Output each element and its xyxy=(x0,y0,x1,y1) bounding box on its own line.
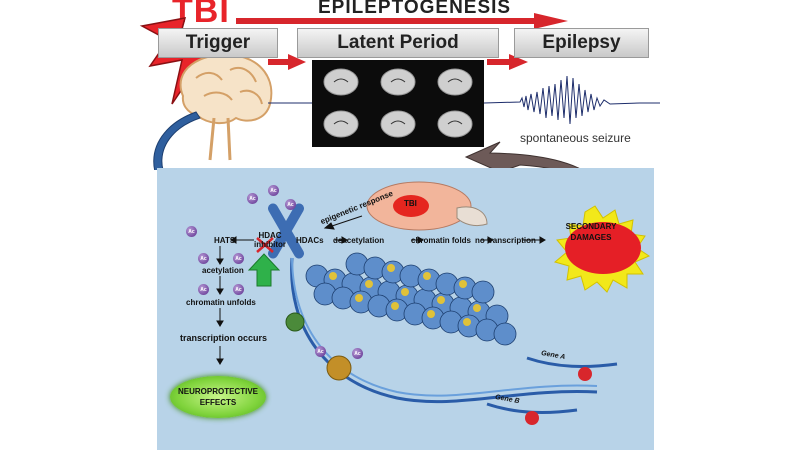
hdac-inhibitor-label: HDAC inhibitor xyxy=(254,231,286,249)
spontaneous-seizure-label: spontaneous seizure xyxy=(520,131,631,145)
rna-polymerase xyxy=(578,367,592,381)
secondary-damages-label: SECONDARY DAMAGES xyxy=(565,222,617,242)
mri-slice xyxy=(437,68,473,96)
acetyl-group: Ac xyxy=(352,348,363,359)
acetyl-group: Ac xyxy=(247,193,258,204)
mri-slice xyxy=(323,110,359,138)
acetyl-group: Ac xyxy=(315,346,326,357)
mri-scans-image xyxy=(312,60,484,147)
phase-arrow-2 xyxy=(487,54,528,70)
phase-latent: Latent Period xyxy=(297,28,499,58)
phase-arrow-1 xyxy=(268,54,306,70)
rat-brain-icon xyxy=(366,181,488,231)
transcription-occurs-label: transcription occurs xyxy=(180,333,268,343)
hdacs-label: HDACs xyxy=(296,236,324,245)
mri-slice xyxy=(380,68,416,96)
top-graphics xyxy=(139,13,660,170)
acetyl-group: Ac xyxy=(198,253,209,264)
mri-slice xyxy=(323,68,359,96)
acetyl-group: Ac xyxy=(233,253,244,264)
curved-arrow-right xyxy=(464,141,583,170)
hats-label: HATS xyxy=(214,236,236,245)
brain-sagittal-icon xyxy=(179,53,273,161)
no-transcription-label: no transcription xyxy=(475,236,536,245)
chromatin-fiber xyxy=(305,252,517,346)
acetyl-group: Ac xyxy=(268,185,279,196)
hdac-enzyme-icon xyxy=(268,203,304,259)
tbi-brain-label: TBI xyxy=(404,199,417,208)
phase-trigger: Trigger xyxy=(158,28,278,58)
acetyl-group: Ac xyxy=(186,226,197,237)
pathway-arrows xyxy=(216,215,546,365)
inhibition-cross xyxy=(256,237,274,253)
rna-polymerase xyxy=(525,411,539,425)
epileptogenesis-label: EPILEPTOGENESIS xyxy=(318,0,512,18)
mechanism-graphics xyxy=(216,181,651,425)
acetyl-group: Ac xyxy=(198,284,209,295)
epileptogenesis-arrow xyxy=(236,13,568,29)
acetylation-label: acetylation xyxy=(202,266,244,275)
eeg-trace xyxy=(268,75,660,125)
curved-arrow-left xyxy=(153,111,201,170)
neuroprotective-effects-badge: NEUROPROTECTIVE EFFECTS xyxy=(170,376,266,418)
acetyl-group: Ac xyxy=(233,284,244,295)
nucleosome xyxy=(285,312,352,381)
mri-slice xyxy=(380,110,416,138)
chromatin-unfolds-label: chromatin unfolds xyxy=(186,298,256,307)
phase-epilepsy: Epilepsy xyxy=(514,28,649,58)
chromatin-folds-label: chromatin folds xyxy=(411,236,472,245)
mri-slice xyxy=(437,110,473,138)
acetyl-group: Ac xyxy=(285,199,296,210)
green-up-arrow xyxy=(247,253,281,287)
deacetylation-label: deacetylation xyxy=(333,236,385,245)
